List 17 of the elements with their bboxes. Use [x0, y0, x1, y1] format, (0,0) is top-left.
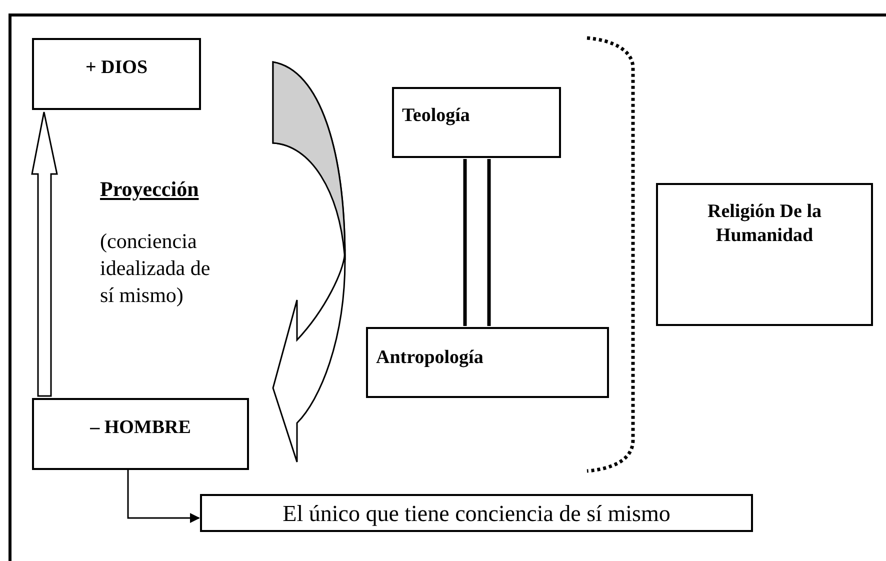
box-label: Teología: [402, 104, 471, 128]
equals-lines: [463, 157, 491, 328]
box-label: + DIOS: [84, 56, 149, 80]
box-label: Antropología: [376, 346, 484, 370]
text-box: [32, 398, 249, 470]
box-label: El único que tiene conciencia de sí mismo: [282, 500, 672, 528]
text-box: [366, 327, 609, 398]
note-text: (conciencia idealizada de sí mismo): [100, 228, 212, 309]
text-box: [656, 183, 873, 326]
box-label: – HOMBRE: [89, 416, 192, 440]
elbow-arrow: [127, 470, 200, 523]
text-box: [200, 494, 753, 532]
text-box: [32, 38, 201, 110]
heading-text: Proyección: [100, 176, 200, 203]
box-label: Religión De la Humanidad: [706, 200, 822, 248]
block-arrow: [31, 111, 58, 397]
text-box: [392, 87, 561, 158]
